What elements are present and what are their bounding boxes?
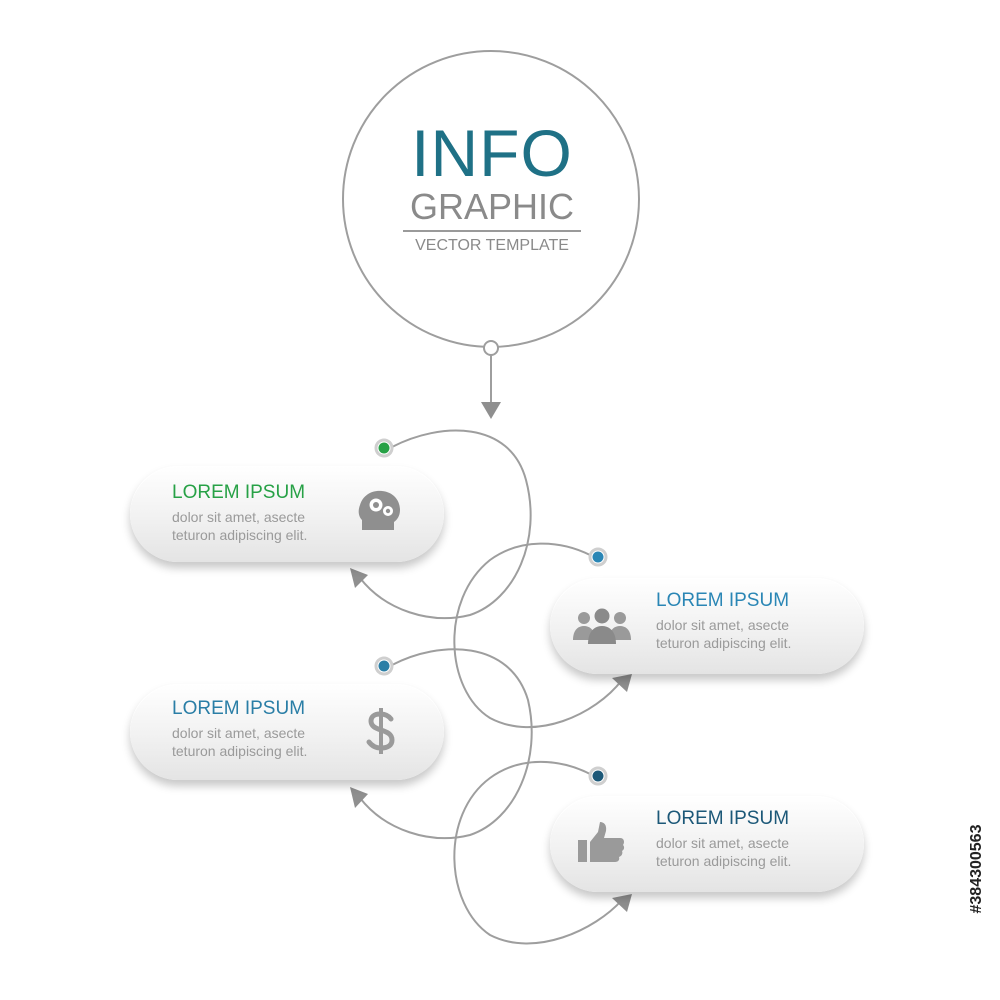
arrow-item-4 — [612, 894, 632, 912]
arrow-item-2 — [612, 674, 632, 692]
card-item-2: LOREM IPSUM dolor sit amet, asecte tetur… — [550, 578, 864, 674]
title-info: INFO — [411, 116, 573, 190]
card-item-4: LOREM IPSUM dolor sit amet, asecte tetur… — [550, 796, 864, 892]
arrow-item-3 — [350, 787, 368, 808]
head-gears-icon — [358, 490, 400, 530]
title-rule — [403, 230, 581, 232]
people-group-icon — [573, 608, 631, 644]
title-connector-ring — [483, 340, 499, 356]
arrow-item-1 — [350, 568, 368, 588]
card-heading: LOREM IPSUM — [656, 808, 790, 829]
card-body-line: teturon adipiscing elit. — [656, 635, 792, 651]
stock-id-text: #384300563 — [968, 824, 985, 914]
title-arrow-head — [481, 402, 501, 419]
card-body-line: teturon adipiscing elit. — [656, 853, 792, 869]
card-body-line: teturon adipiscing elit. — [172, 527, 308, 543]
card-body-line: teturon adipiscing elit. — [172, 743, 308, 759]
title-block: INFO GRAPHIC VECTOR TEMPLATE — [342, 120, 642, 257]
connector-item-3 — [359, 648, 533, 839]
card-body-line: dolor sit amet, asecte — [172, 509, 306, 525]
card-body-line: dolor sit amet, asecte — [656, 617, 790, 633]
thumbs-up-icon — [578, 822, 625, 862]
dot-item-4 — [592, 770, 604, 782]
dot-item-1 — [378, 442, 390, 454]
card-body: dolor sit amet, asecte teturon adipiscin… — [656, 834, 791, 870]
card-item-1: LOREM IPSUM dolor sit amet, asecte tetur… — [130, 466, 444, 562]
connector-item-2 — [453, 542, 623, 728]
connector-item-4 — [453, 760, 623, 945]
connector-item-1 — [359, 429, 532, 619]
dollar-icon — [366, 708, 395, 754]
card-body-line: dolor sit amet, asecte — [656, 835, 790, 851]
card-heading: LOREM IPSUM — [656, 590, 790, 611]
card-heading: LOREM IPSUM — [172, 482, 306, 503]
dot-item-2 — [592, 551, 604, 563]
card-body: dolor sit amet, asecte teturon adipiscin… — [656, 616, 791, 652]
title-vector-template: VECTOR TEMPLATE — [415, 237, 569, 254]
card-body: dolor sit amet, asecte teturon adipiscin… — [172, 508, 307, 544]
card-body-line: dolor sit amet, asecte — [172, 725, 306, 741]
stock-id-watermark: #384300563 — [962, 760, 988, 980]
card-body: dolor sit amet, asecte teturon adipiscin… — [172, 724, 307, 760]
title-graphic: GRAPHIC — [409, 186, 575, 227]
card-item-3: LOREM IPSUM dolor sit amet, asecte tetur… — [130, 684, 444, 780]
dot-item-3 — [378, 660, 390, 672]
card-heading: LOREM IPSUM — [172, 698, 306, 719]
